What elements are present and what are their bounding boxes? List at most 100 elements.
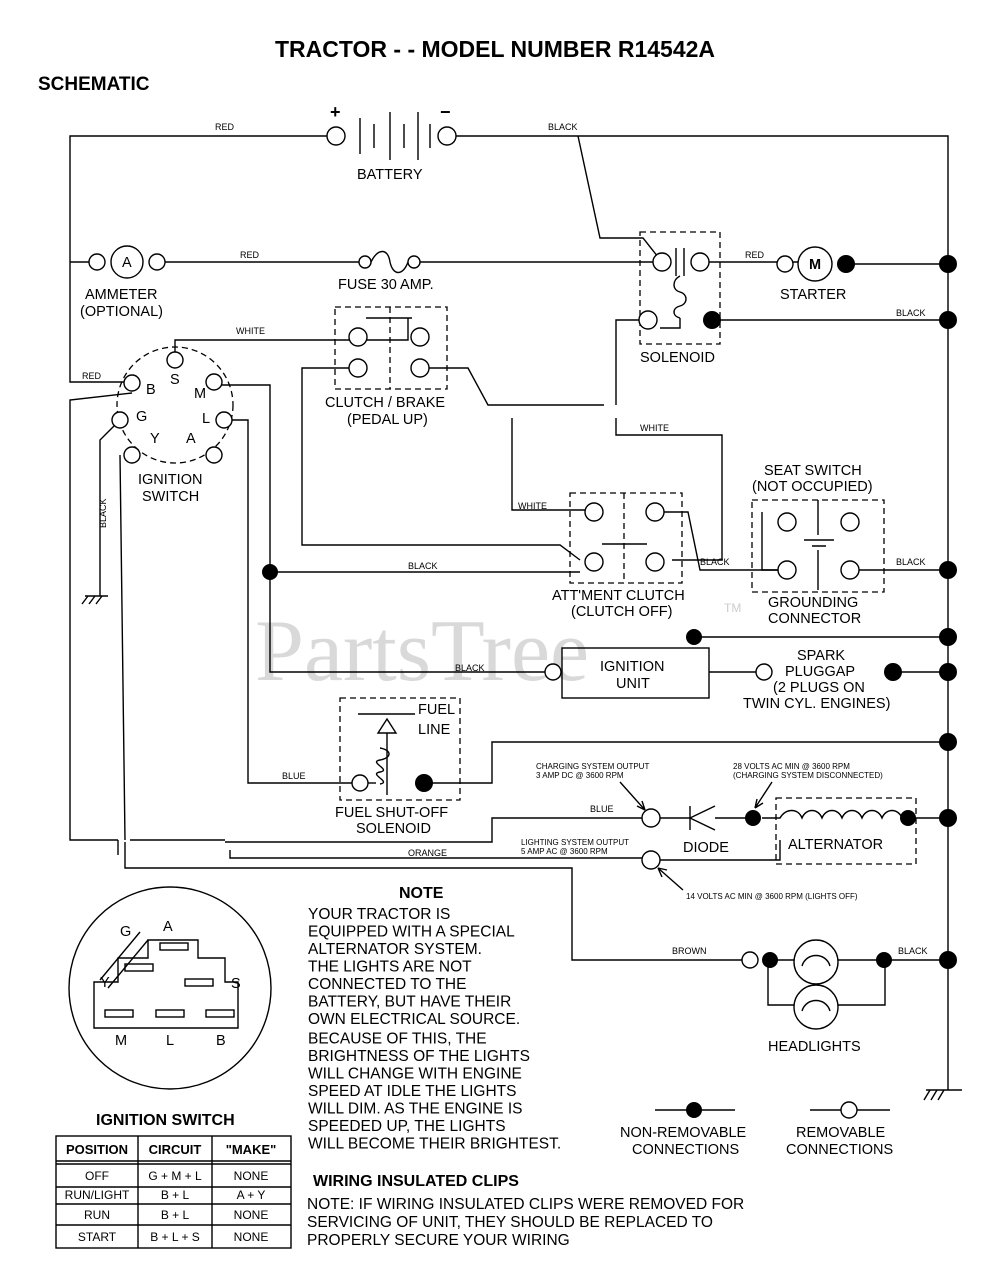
- non-removable-symbol: [686, 1102, 702, 1118]
- wire-label-red: RED: [745, 250, 765, 260]
- terminal-label-m: M: [194, 386, 206, 402]
- table-cell: NONE: [234, 1230, 269, 1244]
- legend-non-removable-sub: CONNECTIONS: [632, 1142, 739, 1158]
- clips-line-2: SERVICING OF UNIT, THEY SHOULD BE REPLAC…: [307, 1214, 713, 1231]
- wire-label-red: RED: [215, 122, 235, 132]
- table-cell: NONE: [234, 1169, 269, 1183]
- wire-label-blue: BLUE: [590, 804, 614, 814]
- watermark-tm: TM: [724, 601, 741, 615]
- ignition-switch-label-2: SWITCH: [142, 489, 199, 505]
- page-title: TRACTOR - - MODEL NUMBER R14542A: [275, 36, 715, 62]
- legend-removable-sub: CONNECTIONS: [786, 1142, 893, 1158]
- terminal-label-s: S: [170, 372, 180, 388]
- note-line: EQUIPPED WITH A SPECIAL: [308, 924, 515, 941]
- spark-label: SPARK: [797, 648, 845, 664]
- ignition-switch-label: IGNITION: [138, 472, 202, 488]
- ignition-switch-face: G A Y S M L B: [68, 886, 272, 1090]
- fuse-label: FUSE 30 AMP.: [338, 277, 434, 293]
- fuel-label: FUEL: [418, 702, 455, 718]
- seat-switch-sublabel: (NOT OCCUPIED): [752, 479, 873, 495]
- note-line: WILL CHANGE WITH ENGINE: [308, 1066, 522, 1083]
- wire-label-black: BLACK: [896, 557, 926, 567]
- clutch-brake-switch: CLUTCH / BRAKE (PEDAL UP): [325, 306, 448, 428]
- clips-line-1: NOTE: IF WIRING INSULATED CLIPS WERE REM…: [307, 1196, 744, 1213]
- wire-label-black: BLACK: [896, 308, 926, 318]
- charging-system: CHARGING SYSTEM OUTPUT 3 AMP DC @ 3600 R…: [521, 762, 917, 901]
- note-heading: NOTE: [399, 885, 444, 902]
- grounding-connector-sublabel: CONNECTOR: [768, 611, 861, 627]
- note-line: BATTERY, BUT HAVE THEIR: [308, 994, 511, 1011]
- terminal-label-b: B: [146, 382, 156, 398]
- ignition-unit-label-2: UNIT: [616, 676, 650, 692]
- fuse: FUSE 30 AMP.: [338, 250, 434, 293]
- headlights: HEADLIGHTS: [741, 939, 892, 1055]
- wire-label-black: BLACK: [898, 946, 928, 956]
- clutch-brake-sublabel: (PEDAL UP): [347, 412, 428, 428]
- switch-face-a: A: [163, 919, 173, 935]
- clips-heading: WIRING INSULATED CLIPS: [313, 1173, 519, 1190]
- table-header-cell: POSITION: [66, 1142, 128, 1157]
- fuel-solenoid-label: FUEL SHUT-OFF: [335, 805, 448, 821]
- attachment-clutch-label: ATT'MENT CLUTCH: [552, 588, 685, 604]
- spark-plug: SPARK PLUGGAP (2 PLUGS ON TWIN CYL. ENGI…: [743, 648, 902, 712]
- wire-label-white: WHITE: [640, 423, 669, 433]
- solenoid: SOLENOID: [638, 231, 721, 366]
- table-cell: OFF: [85, 1169, 109, 1183]
- spark-plug-gap-label: PLUGGAP: [785, 664, 855, 680]
- table-cell: RUN/LIGHT: [65, 1188, 130, 1202]
- wire-label-blue: BLUE: [282, 771, 306, 781]
- junction-dot: [262, 564, 278, 580]
- battery-label: BATTERY: [357, 167, 423, 183]
- note-line: CONNECTED TO THE: [308, 976, 466, 993]
- note-line: WILL DIM. AS THE ENGINE IS: [308, 1101, 522, 1118]
- wire-labels: RED BLACK RED RED BLACK WHITE RED WHITE …: [82, 122, 928, 956]
- note-line: SPEEDED UP, THE LIGHTS: [308, 1118, 506, 1135]
- terminal-label-a: A: [186, 431, 196, 447]
- wire-label-black: BLACK: [700, 557, 730, 567]
- wire-label-orange: ORANGE: [408, 848, 447, 858]
- ignition-unit-label: IGNITION: [600, 659, 664, 675]
- legend-non-removable: NON-REMOVABLE: [620, 1125, 747, 1141]
- note-line: OWN ELECTRICAL SOURCE.: [308, 1011, 520, 1028]
- legend-removable: REMOVABLE: [796, 1125, 886, 1141]
- ignition-unit: IGNITION UNIT: [544, 647, 710, 699]
- terminal-label-y: Y: [150, 431, 160, 447]
- note-line: THE LIGHTS ARE NOT: [308, 959, 472, 976]
- note-line: ALTERNATOR SYSTEM.: [308, 941, 482, 958]
- starter-symbol: M: [809, 257, 821, 273]
- junction-dot: [686, 629, 702, 645]
- wire-label-black: BLACK: [548, 122, 578, 132]
- note-line: YOUR TRACTOR IS: [308, 906, 450, 923]
- battery-minus: −: [440, 102, 451, 122]
- table-cell: NONE: [234, 1208, 269, 1222]
- note-line: BECAUSE OF THIS, THE: [308, 1031, 487, 1048]
- ammeter: A AMMETER (OPTIONAL): [80, 245, 166, 320]
- wire-label-white: WHITE: [236, 326, 265, 336]
- note-line: WILL BECOME THEIR BRIGHTEST.: [308, 1136, 561, 1153]
- page-subtitle: SCHEMATIC: [38, 74, 150, 95]
- spark-plug-engine-label: TWIN CYL. ENGINES): [743, 696, 890, 712]
- battery: + − BATTERY: [326, 102, 457, 183]
- lights-off-volts-label: 14 VOLTS AC MIN @ 3600 RPM (LIGHTS OFF): [686, 892, 858, 901]
- table-cell: B + L: [161, 1188, 190, 1202]
- alternator-volts-label: 28 VOLTS AC MIN @ 3600 RPM: [733, 762, 850, 771]
- removable-symbol: [840, 1101, 858, 1119]
- attachment-clutch-switch: ATT'MENT CLUTCH (CLUTCH OFF): [552, 492, 685, 620]
- note-line: SPEED AT IDLE THE LIGHTS: [308, 1083, 516, 1100]
- lighting-output-label: LIGHTING SYSTEM OUTPUT: [521, 838, 629, 847]
- starter: M STARTER: [776, 246, 855, 303]
- alternator-volts-condition: (CHARGING SYSTEM DISCONNECTED): [733, 771, 883, 780]
- wire-label-black: BLACK: [455, 663, 485, 673]
- wire-label-white: WHITE: [518, 501, 547, 511]
- table-cell: B + L: [161, 1208, 190, 1222]
- headlights-label: HEADLIGHTS: [768, 1039, 861, 1055]
- attachment-clutch-sublabel: (CLUTCH OFF): [571, 604, 673, 620]
- switch-face-m: M: [115, 1033, 127, 1049]
- ammeter-label: AMMETER: [85, 287, 158, 303]
- watermark: PartsTree: [255, 603, 589, 700]
- wire-label-black: BLACK: [408, 561, 438, 571]
- charging-output-label: CHARGING SYSTEM OUTPUT: [536, 762, 649, 771]
